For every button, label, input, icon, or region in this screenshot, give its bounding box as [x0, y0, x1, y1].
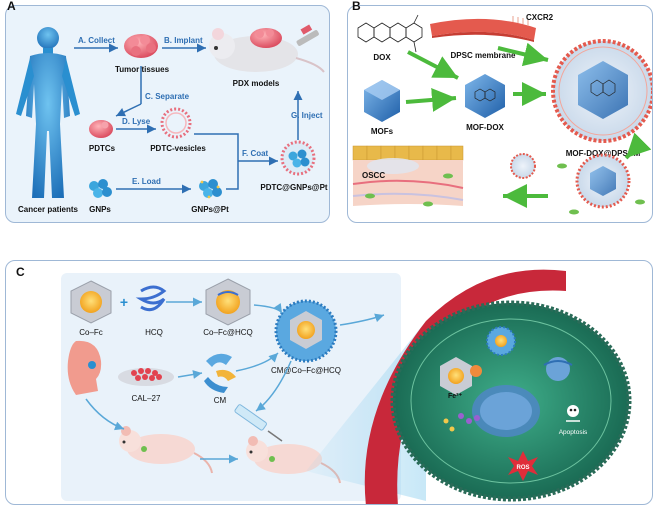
label-cm: CM: [214, 396, 227, 405]
panel-c-diagram: Co–Fc + HCQ Co–Fc@HCQ CAL–27: [6, 261, 653, 505]
label-oscc: OSCC: [362, 171, 385, 180]
label-co-fc: Co–Fc: [79, 328, 103, 337]
panel-a-diagram: Cancer patients Tumor tissues PDX models…: [6, 6, 330, 223]
label-pdx-models: PDX models: [233, 79, 280, 88]
panel-label-a: A: [7, 0, 16, 13]
label-cal27: CAL–27: [132, 394, 161, 403]
label-pdtc-vesicles: PDTC-vesicles: [150, 144, 206, 153]
panel-c: Co–Fc + HCQ Co–Fc@HCQ CAL–27: [5, 260, 653, 505]
label-cxcr2: CXCR2: [526, 13, 554, 22]
label-hcq: HCQ: [145, 328, 163, 337]
pdx-mouse-graphic: [209, 24, 324, 72]
label-cm-co-fc-hcq: CM@Co–Fc@HCQ: [271, 366, 341, 375]
step-separate: C. Separate: [145, 92, 190, 101]
step-coat: F. Coat: [242, 149, 269, 158]
step-load: E. Load: [132, 177, 161, 186]
mofs-graphic: [364, 80, 400, 122]
panel-a: Cancer patients Tumor tissues PDX models…: [5, 5, 330, 223]
label-pdtcs: PDTCs: [89, 144, 116, 153]
label-apoptosis: Apoptosis: [559, 429, 588, 436]
panel-label-b: B: [352, 0, 361, 13]
label-fe: Fe²⁺: [448, 393, 463, 400]
label-dox: DOX: [373, 53, 391, 62]
tumor-cell-graphic: [393, 303, 629, 499]
label-tumor-tissues: Tumor tissues: [115, 65, 170, 74]
step-inject: G. Inject: [291, 111, 323, 120]
dpsc-membrane-graphic: [430, 16, 536, 42]
label-pdtc-gnps-pt: PDTC@GNPs@Pt: [260, 183, 328, 192]
panel-b: DOX CXCR2 DPSC membrane MOFs MOF-DOX: [347, 5, 653, 223]
gnps-graphic: [89, 179, 112, 198]
step-collect: A. Collect: [78, 36, 115, 45]
label-ros: ROS: [516, 465, 529, 471]
label-gnps: GNPs: [89, 205, 111, 214]
label-dpsc-membrane: DPSC membrane: [451, 51, 516, 60]
patient-figure: [16, 27, 80, 198]
label-mofs: MOFs: [371, 127, 394, 136]
nanoparticle-small-graphic: [511, 154, 645, 215]
tumor-tissues-graphic: [124, 34, 158, 58]
label-co-fc-hcq: Co–Fc@HCQ: [203, 328, 252, 337]
mof-dox-graphic: [465, 74, 505, 118]
label-mof-dox: MOF-DOX: [466, 123, 504, 132]
mof-dox-dpscm-graphic: [553, 41, 653, 141]
cm-co-fc-hcq-graphic: [276, 301, 336, 361]
label-cancer-patients: Cancer patients: [18, 205, 79, 214]
panel-b-diagram: DOX CXCR2 DPSC membrane MOFs MOF-DOX: [348, 6, 653, 223]
label-gnps-pt: GNPs@Pt: [191, 205, 229, 214]
step-lyse: D. Lyse: [122, 117, 151, 126]
gnps-pt-graphic: [199, 179, 222, 198]
pdtc-vesicles-graphic: [162, 109, 190, 137]
dox-molecule: [358, 15, 422, 52]
plus-sign: +: [120, 294, 128, 310]
pdtcs-graphic: [89, 120, 113, 138]
pdtc-gnps-pt-graphic: [282, 142, 314, 174]
panel-label-c: C: [16, 265, 25, 279]
step-implant: B. Implant: [164, 36, 203, 45]
